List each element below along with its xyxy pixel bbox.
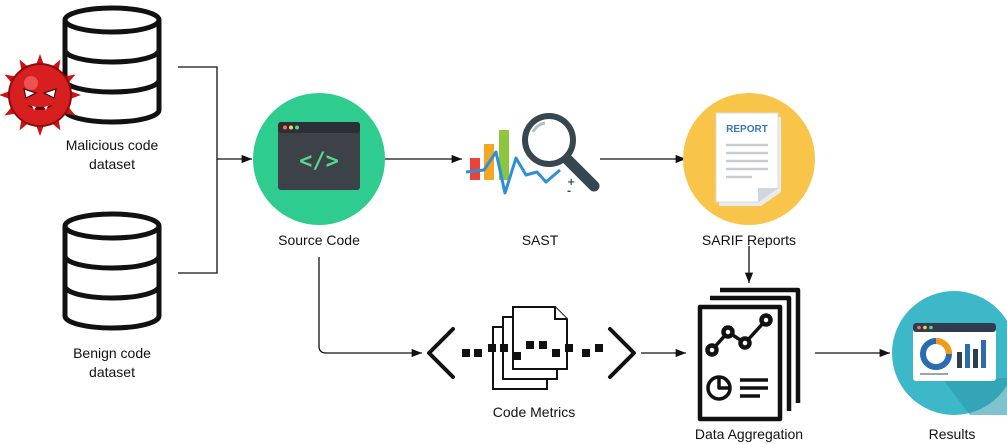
arrow-malicious-to-source	[178, 66, 252, 164]
benign-database-icon	[62, 211, 162, 331]
malicious-dataset-label-line1: Malicious code	[65, 137, 159, 153]
svg-text:+: +	[567, 177, 575, 188]
malicious-database-icon	[62, 5, 162, 125]
analytics-document-icon	[697, 287, 801, 422]
dashboard-icon	[892, 291, 1007, 415]
code-window-icon: </>	[253, 93, 385, 225]
sarif-reports-label: SARIF Reports	[701, 232, 797, 248]
magnifier-chart-icon: + -	[465, 113, 600, 197]
malicious-dataset-label: Malicious code dataset	[42, 136, 182, 174]
virus-icon	[0, 54, 81, 136]
data-aggregation-label: Data Aggregation	[694, 426, 804, 442]
results-label: Results	[928, 426, 976, 442]
connectors	[178, 66, 890, 358]
report-document-icon: REPORT	[683, 93, 815, 225]
source-code-label: Source Code	[278, 232, 360, 248]
svg-text:-: -	[567, 186, 571, 197]
code-metrics-label: Code Metrics	[492, 404, 576, 420]
svg-text:</>: </>	[299, 149, 339, 174]
benign-dataset-label-line1: Benign code	[73, 345, 151, 361]
arrow-source-to-metrics	[318, 257, 422, 358]
benign-dataset-label-line2: dataset	[89, 364, 135, 380]
malicious-dataset-label-line2: dataset	[89, 156, 135, 172]
sast-label: SAST	[521, 232, 559, 248]
report-heading-text: REPORT	[726, 124, 768, 135]
code-files-icon	[427, 306, 636, 390]
benign-dataset-label: Benign code dataset	[42, 344, 182, 382]
line-benign-to-junction	[178, 159, 218, 274]
